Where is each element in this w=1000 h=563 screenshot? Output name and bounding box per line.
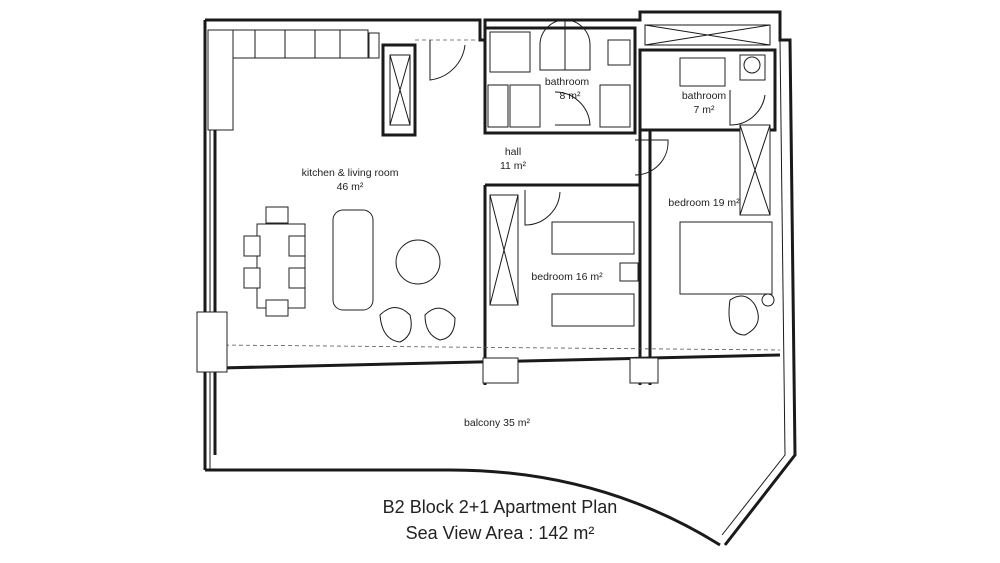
- dining-set: [243, 206, 306, 317]
- bedroom-19-label: bedroom 19 m²: [668, 197, 740, 209]
- bathroom-2-label: bathroom: [682, 90, 727, 102]
- bathroom-1: [483, 19, 637, 135]
- bedroom-16-furniture: [489, 190, 639, 327]
- bathroom-1-label: bathroom: [545, 76, 590, 88]
- bedroom-16-label: bedroom 16 m²: [531, 271, 603, 283]
- kitchen-living-label: kitchen & living room: [302, 167, 399, 179]
- interior-walls: [483, 130, 652, 385]
- balcony-label: balcony 35 m²: [464, 417, 530, 429]
- bathroom-2-area: 7 m²: [694, 104, 716, 116]
- hall-label: hall: [505, 146, 521, 158]
- hall-door: [634, 139, 669, 176]
- bathroom-2: [638, 24, 777, 132]
- entrance-door: [415, 39, 475, 81]
- plan-area: Sea View Area : 142 m²: [405, 523, 595, 543]
- plan-title: B2 Block 2+1 Apartment Plan: [382, 497, 618, 517]
- kitchen-living-area: 46 m²: [337, 181, 364, 193]
- bathroom-1-area: 8 m²: [560, 90, 582, 102]
- bedroom-19-furniture: [679, 124, 775, 336]
- sofa-and-seats: [332, 209, 456, 343]
- facade-windows: [196, 311, 781, 384]
- hall-area: 11 m²: [500, 160, 527, 172]
- kitchen-counter: [207, 29, 380, 131]
- kitchen-cabinet: [381, 43, 417, 137]
